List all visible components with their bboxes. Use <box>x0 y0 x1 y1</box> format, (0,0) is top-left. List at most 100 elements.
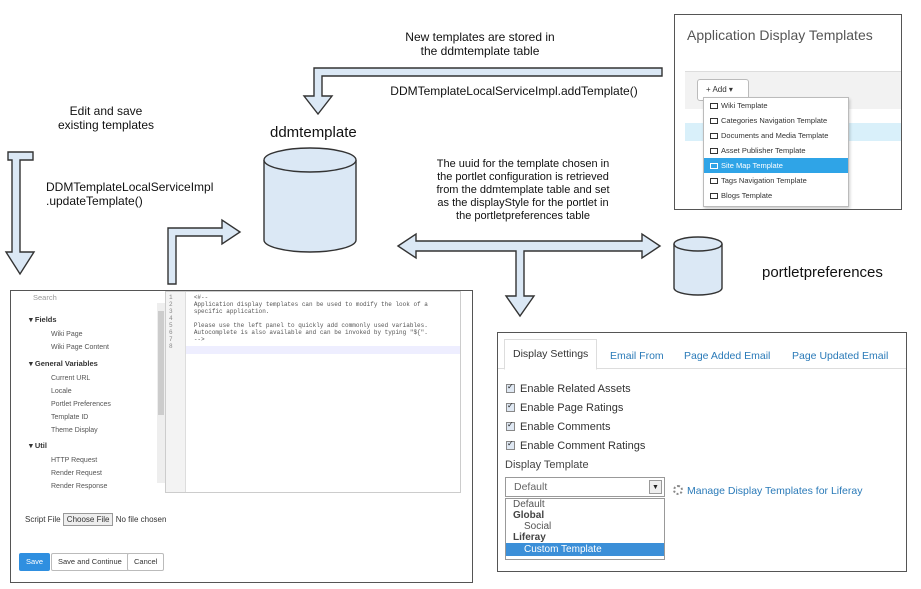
menu-item-tags-navigation[interactable]: Tags Navigation Template <box>704 173 848 188</box>
optgroup-global: Global <box>513 510 545 521</box>
uuid-caption-line-3: from the ddmtemplate table and set <box>436 184 610 196</box>
menu-item-site-map[interactable]: Site Map Template <box>704 158 848 173</box>
tab-email-from[interactable]: Email From <box>610 350 664 362</box>
script-file-row: Script File Choose File No file chosen <box>25 513 166 526</box>
group-util[interactable]: ▾ Util <box>29 441 47 450</box>
tab-display-settings[interactable]: Display Settings <box>504 339 598 370</box>
uuid-caption-line-5: the portletpreferences table <box>456 210 590 222</box>
menu-item-categories-navigation[interactable]: Categories Navigation Template <box>704 113 848 128</box>
add-label: + Add <box>706 85 727 94</box>
checkbox-comment-ratings[interactable]: Enable Comment Ratings <box>506 439 645 452</box>
script-file-label: Script File <box>25 515 61 524</box>
menu-item-label: Wiki Template <box>721 101 768 110</box>
variable-item[interactable]: Wiki Page <box>51 331 83 338</box>
update-call-line-2: .updateTemplate() <box>46 194 143 208</box>
code-line: 8 <box>169 343 173 350</box>
code-text: specific application. <box>193 308 270 315</box>
edit-caption-line-1: Edit and save <box>69 104 143 118</box>
variable-item[interactable]: HTTP Request <box>51 457 98 464</box>
code-line: 3 specific application. <box>169 308 270 315</box>
caret-down-icon: ▾ <box>728 85 733 94</box>
store-caption: New templates are stored in the ddmtempl… <box>392 30 568 58</box>
option-custom-template[interactable]: Custom Template <box>506 543 664 556</box>
template-icon <box>710 193 718 199</box>
checkbox-related-assets[interactable]: Enable Related Assets <box>506 382 631 395</box>
variable-item[interactable]: Theme Display <box>51 427 98 434</box>
display-settings-panel: Display Settings Email From Page Added E… <box>497 332 907 572</box>
adt-panel: Application Display Templates + Add ▾ Wi… <box>674 14 902 210</box>
add-menu: Wiki Template Categories Navigation Temp… <box>703 97 849 207</box>
choose-file-button[interactable]: Choose File <box>62 513 114 526</box>
display-template-select[interactable]: Default ▼ <box>505 477 665 497</box>
checkbox[interactable] <box>506 401 515 412</box>
line-gutter <box>166 292 186 492</box>
config-tabs: Display Settings Email From Page Added E… <box>498 339 906 370</box>
code-text: --> <box>193 336 205 343</box>
checkbox[interactable] <box>506 439 515 450</box>
update-call-line-1: DDMTemplateLocalServiceImpl <box>46 180 214 194</box>
checkbox-page-ratings[interactable]: Enable Page Ratings <box>506 401 624 414</box>
variable-item[interactable]: Render Request <box>51 470 102 477</box>
code-line: 7 --> <box>169 336 205 343</box>
template-editor-panel: Search ▾ Fields Wiki Page Wiki Page Cont… <box>10 290 473 583</box>
dropdown-arrow-icon[interactable]: ▼ <box>649 480 662 494</box>
cancel-button[interactable]: Cancel <box>127 553 165 571</box>
uuid-caption-line-2: the portlet configuration is retrieved <box>437 171 609 183</box>
adt-title: Application Display Templates <box>687 27 873 43</box>
update-template-call: DDMTemplateLocalServiceImpl .updateTempl… <box>46 180 236 208</box>
group-fields[interactable]: ▾ Fields <box>29 315 57 324</box>
variable-item[interactable]: Locale <box>51 388 72 395</box>
menu-item-label: Documents and Media Template <box>721 131 829 140</box>
code-line: 4 <box>169 315 173 322</box>
display-template-options: Default Global Social Liferay Custom Tem… <box>505 498 665 560</box>
variable-item[interactable]: Template ID <box>51 414 89 421</box>
code-text: Please use the left panel to quickly add… <box>193 322 428 329</box>
scrollbar-thumb[interactable] <box>158 311 164 415</box>
group-title: Util <box>34 441 47 450</box>
edit-caption-line-2: existing templates <box>57 118 155 132</box>
portletpreferences-cylinder <box>673 236 723 296</box>
template-icon <box>710 148 718 154</box>
display-template-label: Display Template <box>505 459 589 471</box>
template-icon <box>710 178 718 184</box>
checkbox[interactable] <box>506 382 515 393</box>
select-value: Default <box>514 481 548 493</box>
group-title: Fields <box>34 315 57 324</box>
sidebar-scrollbar[interactable] <box>157 303 165 483</box>
option-default[interactable]: Default <box>513 499 545 510</box>
menu-item-asset-publisher[interactable]: Asset Publisher Template <box>704 143 848 158</box>
variable-item[interactable]: Portlet Preferences <box>51 401 111 408</box>
no-file-text: No file chosen <box>115 515 167 524</box>
save-button[interactable]: Save <box>19 553 51 571</box>
variable-item[interactable]: Render Response <box>51 483 108 490</box>
portletpreferences-label: portletpreferences <box>762 264 883 281</box>
uuid-caption: The uuid for the template chosen in the … <box>416 158 630 223</box>
gear-icon <box>673 485 683 495</box>
menu-item-label: Site Map Template <box>721 161 783 170</box>
menu-item-label: Categories Navigation Template <box>721 116 828 125</box>
variable-item[interactable]: Wiki Page Content <box>51 344 109 351</box>
variable-item[interactable]: Current URL <box>51 375 91 382</box>
code-line: 2 Application display templates can be u… <box>169 301 428 308</box>
save-and-continue-button[interactable]: Save and Continue <box>51 553 129 571</box>
group-general-variables[interactable]: ▾ General Variables <box>29 359 98 368</box>
tab-page-added-email[interactable]: Page Added Email <box>684 350 771 362</box>
code-editor[interactable]: 1 <#-- 2 Application display templates c… <box>165 291 461 493</box>
store-caption-line-2: the ddmtemplate table <box>420 44 540 58</box>
edit-caption: Edit and save existing templates <box>40 104 172 132</box>
checkbox-comments[interactable]: Enable Comments <box>506 420 611 433</box>
group-title: General Variables <box>34 359 98 368</box>
option-social[interactable]: Social <box>524 521 552 532</box>
checkbox-label: Enable Page Ratings <box>520 402 624 414</box>
menu-item-wiki-template[interactable]: Wiki Template <box>704 98 848 113</box>
manage-templates-link[interactable]: Manage Display Templates for Liferay <box>673 485 862 497</box>
menu-item-documents-media[interactable]: Documents and Media Template <box>704 128 848 143</box>
tab-page-updated-email[interactable]: Page Updated Email <box>792 350 889 362</box>
code-line: 6 Autocomplete is also available and can… <box>169 329 428 336</box>
search-input[interactable]: Search <box>33 293 57 302</box>
checkbox[interactable] <box>506 420 515 431</box>
menu-item-label: Tags Navigation Template <box>721 176 807 185</box>
ddmtemplate-cylinder <box>263 147 357 253</box>
uuid-caption-line-1: The uuid for the template chosen in <box>436 158 610 170</box>
menu-item-blogs[interactable]: Blogs Template <box>704 188 848 203</box>
